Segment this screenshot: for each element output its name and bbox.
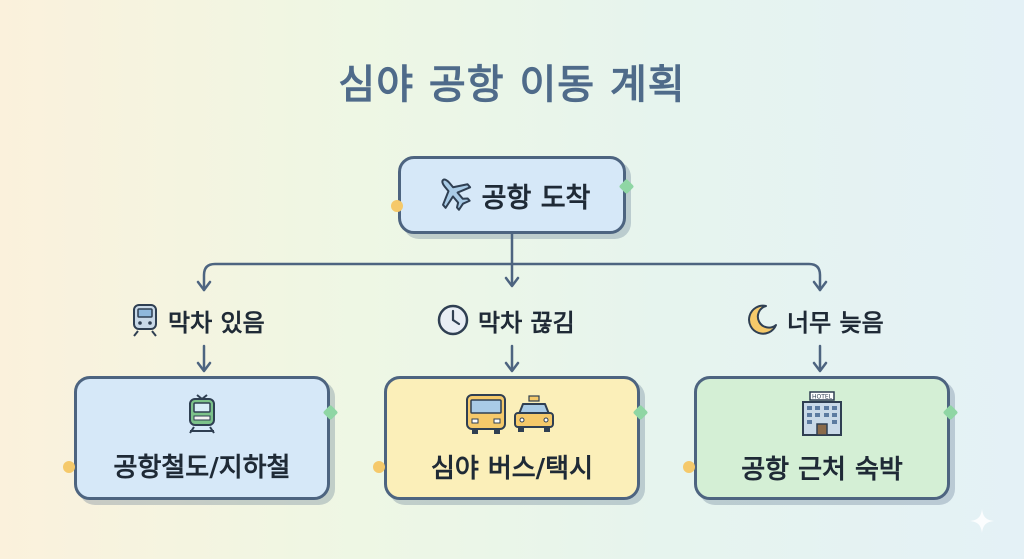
arrowhead-center-2 <box>504 361 520 373</box>
clock-icon <box>436 303 470 337</box>
arrowhead-left-1 <box>196 280 212 292</box>
connector-right <box>510 262 822 292</box>
train-front-icon <box>130 303 160 337</box>
connector-left <box>202 262 514 292</box>
hotel-sign: HOTEL <box>812 393 833 400</box>
page-title: 심야 공항 이동 계획 <box>338 62 686 108</box>
decor-dot <box>391 200 403 212</box>
condition-label: 막차 있음 <box>168 308 265 337</box>
bus-taxi-icon <box>465 392 559 440</box>
arrowhead-left-2 <box>196 361 212 373</box>
condition-too-late: 너무 늦음 <box>745 302 884 338</box>
hotel-icon: HOTEL <box>799 390 845 441</box>
result-node-airport-rail: 공항철도/지하철 <box>74 376 330 500</box>
root-node-arrival: 공항 도착 <box>398 156 626 234</box>
root-label: 공항 도착 <box>481 182 591 214</box>
decor-dot <box>63 461 75 473</box>
green-train-icon <box>185 393 219 439</box>
decor-dot <box>373 461 385 473</box>
result-label: 공항철도/지하철 <box>113 452 291 483</box>
condition-label: 너무 늦음 <box>787 308 884 337</box>
condition-last-train-available: 막차 있음 <box>130 302 265 338</box>
sparkle-icon <box>970 509 994 533</box>
condition-label: 막차 끊김 <box>478 308 575 337</box>
crescent-moon-icon <box>745 303 779 337</box>
arrowhead-right-1 <box>812 280 828 292</box>
arrowhead-right-2 <box>812 361 828 373</box>
condition-last-train-missed: 막차 끊김 <box>436 302 575 338</box>
result-node-airport-hotel: HOTEL 공항 근처 숙박 <box>694 376 950 500</box>
airplane-icon <box>434 173 474 217</box>
result-label: 공항 근처 숙박 <box>741 454 903 485</box>
result-label: 심야 버스/택시 <box>430 453 594 484</box>
arrowhead-center-1 <box>504 276 520 288</box>
result-node-night-bus-taxi: 심야 버스/택시 <box>384 376 640 500</box>
decor-dot <box>683 461 695 473</box>
